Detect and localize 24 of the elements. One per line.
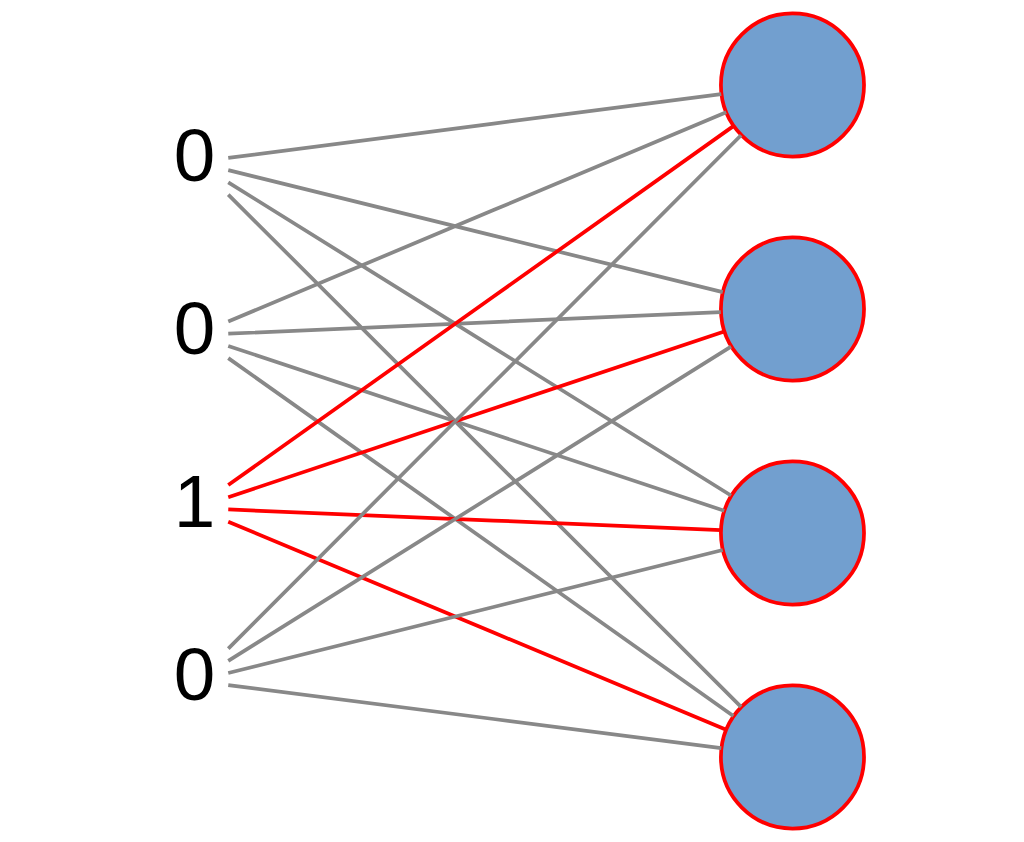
node-text: 1 — [173, 458, 215, 543]
node-text: 0 — [173, 631, 215, 716]
node-circle — [718, 11, 866, 159]
connector — [227, 329, 725, 499]
node-circle — [718, 235, 866, 383]
connector — [227, 310, 721, 336]
connector — [227, 507, 721, 532]
node-circle — [718, 459, 866, 607]
connector — [226, 180, 732, 498]
connector — [226, 133, 742, 650]
connector — [227, 344, 725, 513]
node-circle — [718, 683, 866, 831]
connector — [226, 124, 734, 487]
connector — [227, 168, 723, 294]
connector — [227, 92, 721, 160]
connector — [227, 110, 727, 324]
connector — [226, 356, 734, 718]
connector — [227, 548, 723, 675]
connector — [227, 519, 727, 732]
connector — [227, 683, 721, 750]
connector — [226, 193, 742, 709]
node-text: 0 — [173, 112, 215, 197]
connector — [226, 345, 732, 663]
node-text: 0 — [173, 285, 215, 370]
